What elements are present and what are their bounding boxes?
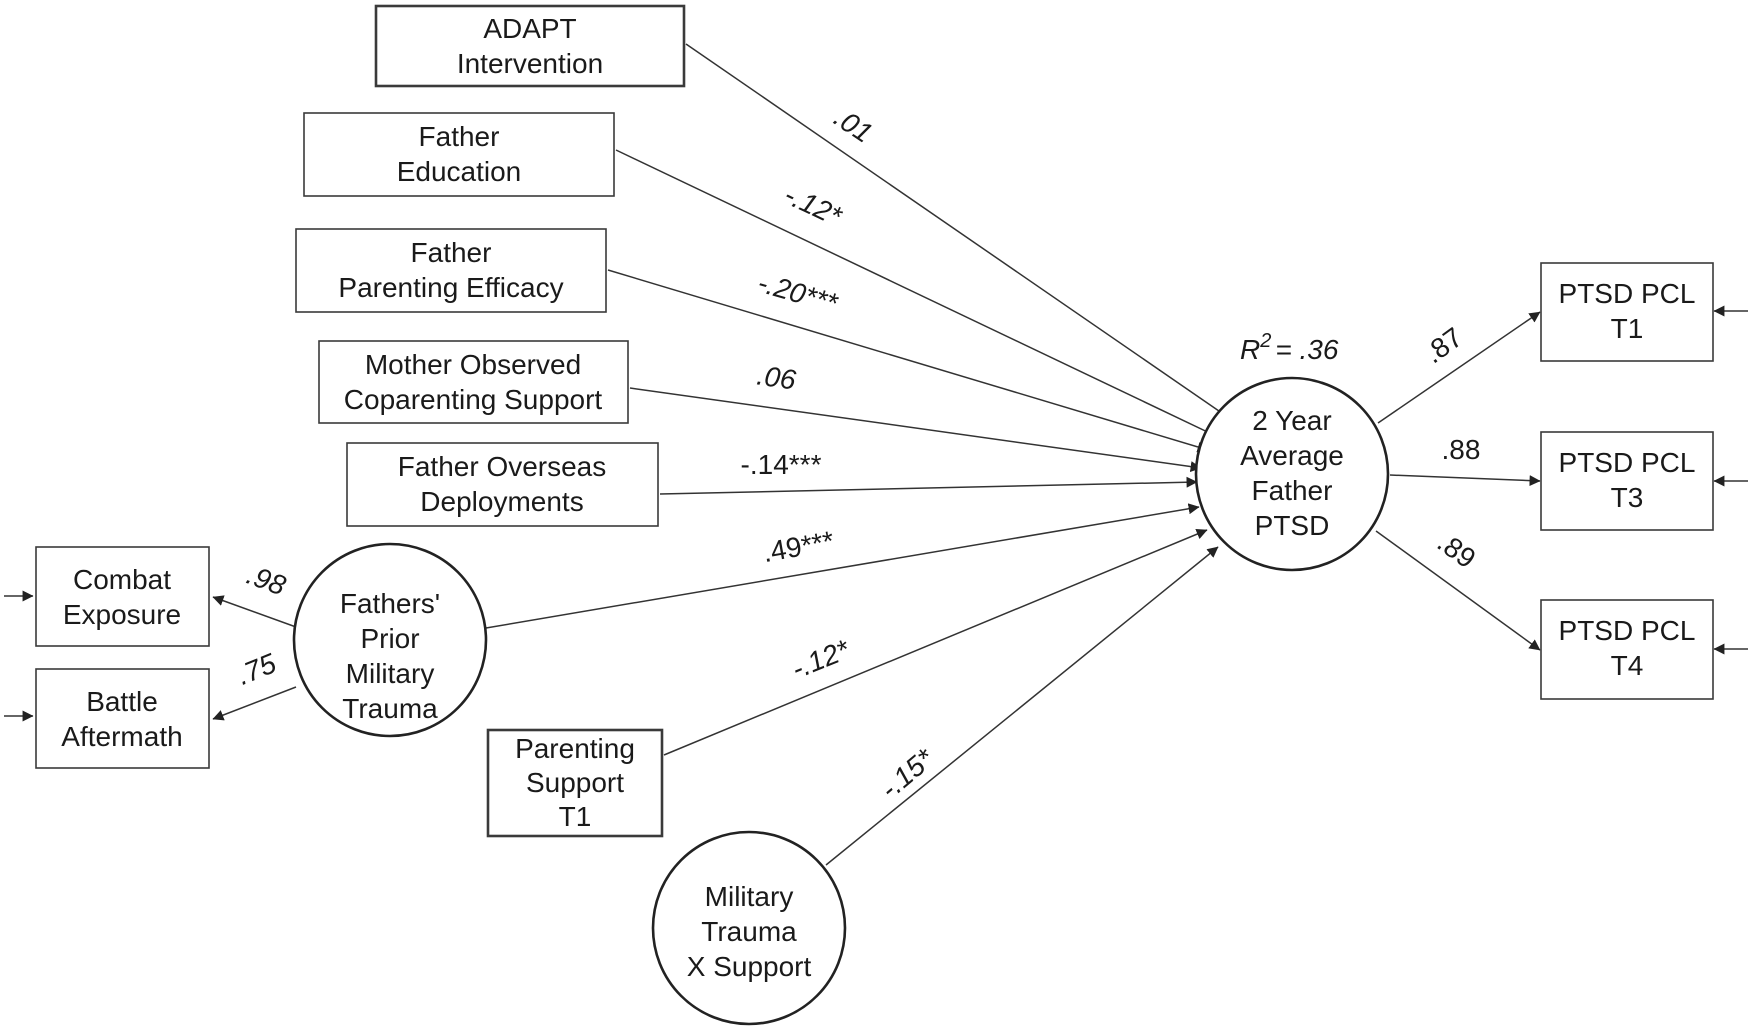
box-line: Intervention bbox=[457, 48, 603, 79]
box-line: Mother Observed bbox=[365, 349, 581, 380]
box-battle-aftermath: Battle Aftermath bbox=[35, 668, 210, 769]
path-trauma-to-battle bbox=[212, 686, 297, 721]
coef-combat-loading: .98 bbox=[243, 559, 291, 602]
circle-line: Trauma bbox=[701, 916, 797, 947]
path-prior-trauma-to-ptsd bbox=[485, 503, 1200, 629]
box-line: T4 bbox=[1611, 650, 1644, 681]
circle-line: Father bbox=[1252, 475, 1333, 506]
coef-education: -.12* bbox=[780, 179, 848, 233]
path-efficacy-to-ptsd bbox=[607, 269, 1209, 453]
box-line: T1 bbox=[1611, 313, 1644, 344]
r-superscript: 2 bbox=[1259, 330, 1271, 352]
circle-line: Military bbox=[346, 658, 435, 689]
circle-line: Prior bbox=[360, 623, 419, 654]
coef-t1-loading: .87 bbox=[1419, 321, 1469, 369]
coef-t3-loading: .88 bbox=[1442, 434, 1481, 465]
circle-2-year-average-father-ptsd: 2 Year Average Father PTSD bbox=[1194, 376, 1390, 572]
box-combat-exposure: Combat Exposure bbox=[35, 546, 210, 647]
box-line: ADAPT bbox=[483, 13, 576, 44]
box-ptsd-pcl-t1: PTSD PCL T1 bbox=[1540, 262, 1714, 362]
path-ptsd-to-t4 bbox=[1375, 530, 1541, 651]
coef-deployments: -.14*** bbox=[741, 449, 822, 480]
box-line: Aftermath bbox=[61, 721, 182, 752]
box-adapt-intervention: ADAPT Intervention bbox=[374, 4, 686, 88]
path-coparenting-to-ptsd bbox=[629, 387, 1202, 472]
path-trauma-to-combat bbox=[212, 595, 297, 628]
coef-prior-trauma: .49*** bbox=[760, 525, 836, 568]
r-squared-value: = .36 bbox=[1275, 334, 1338, 365]
circle-line: Average bbox=[1240, 440, 1344, 471]
box-line: Father bbox=[411, 237, 492, 268]
r-squared-label: R2= .36 bbox=[1240, 330, 1339, 365]
box-ptsd-pcl-t3: PTSD PCL T3 bbox=[1540, 431, 1714, 531]
box-line: Battle bbox=[86, 686, 158, 717]
r-symbol: R bbox=[1240, 334, 1260, 365]
path-interaction-to-ptsd bbox=[825, 546, 1219, 866]
box-ptsd-pcl-t4: PTSD PCL T4 bbox=[1540, 599, 1714, 700]
coef-adapt: .01 bbox=[829, 101, 879, 148]
box-line: Combat bbox=[73, 564, 171, 595]
coef-interaction: -.15* bbox=[874, 742, 940, 804]
coef-parenting-support: -.12* bbox=[787, 633, 854, 684]
path-deployments-to-ptsd bbox=[659, 476, 1198, 495]
circle-line: Fathers' bbox=[340, 588, 440, 619]
circle-line: PTSD bbox=[1255, 510, 1330, 541]
path-ptsd-to-t1 bbox=[1377, 311, 1541, 424]
coef-efficacy: -.20*** bbox=[754, 267, 841, 319]
box-line: Father bbox=[419, 121, 500, 152]
paths bbox=[4, 43, 1748, 866]
circle-line: Trauma bbox=[342, 693, 438, 724]
path-ptsd-to-t3 bbox=[1389, 474, 1541, 487]
circle-military-trauma-x-support: Military Trauma X Support bbox=[651, 830, 847, 1026]
box-line: Exposure bbox=[63, 599, 181, 630]
box-line: PTSD PCL bbox=[1559, 447, 1696, 478]
box-line: T3 bbox=[1611, 482, 1644, 513]
circle-line: Military bbox=[705, 881, 794, 912]
box-line: PTSD PCL bbox=[1559, 615, 1696, 646]
coef-battle-loading: .75 bbox=[233, 647, 281, 690]
box-line: Parenting bbox=[515, 733, 635, 764]
box-line: Coparenting Support bbox=[344, 384, 603, 415]
circle-fathers-prior-military-trauma: Fathers' Prior Military Trauma bbox=[292, 542, 488, 738]
box-line: Parenting Efficacy bbox=[338, 272, 563, 303]
box-father-education: Father Education bbox=[303, 112, 615, 197]
box-line: PTSD PCL bbox=[1559, 278, 1696, 309]
box-father-overseas-deployments: Father Overseas Deployments bbox=[346, 442, 659, 527]
box-parenting-support-t1: Parenting Support T1 bbox=[486, 728, 664, 838]
coef-coparenting: .06 bbox=[755, 360, 798, 396]
path-education-to-ptsd bbox=[615, 149, 1219, 438]
box-mother-coparenting-support: Mother Observed Coparenting Support bbox=[318, 340, 629, 424]
path-adapt-to-ptsd bbox=[685, 43, 1233, 421]
circle-line: X Support bbox=[687, 951, 812, 982]
box-line: T1 bbox=[559, 801, 592, 832]
coef-t4-loading: .89 bbox=[1432, 526, 1482, 574]
box-father-parenting-efficacy: Father Parenting Efficacy bbox=[295, 228, 607, 313]
path-parenting-support-to-ptsd bbox=[663, 528, 1208, 756]
circle-line: 2 Year bbox=[1252, 405, 1331, 436]
box-line: Education bbox=[397, 156, 522, 187]
box-line: Deployments bbox=[420, 486, 583, 517]
box-line: Father Overseas bbox=[398, 451, 607, 482]
box-line: Support bbox=[526, 767, 624, 798]
